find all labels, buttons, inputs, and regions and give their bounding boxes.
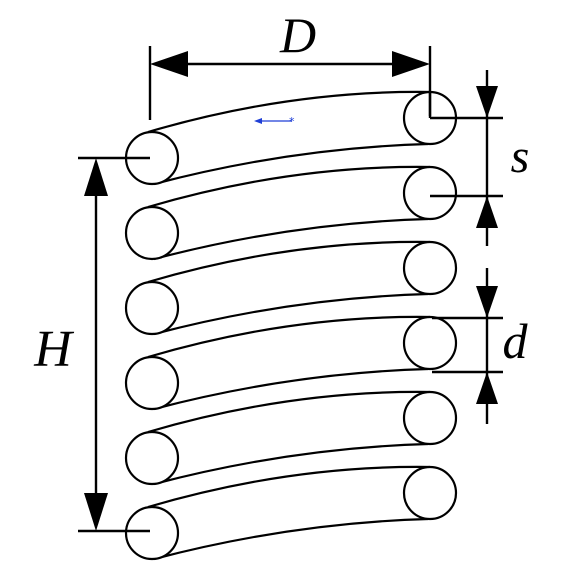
height-dimension: H	[33, 156, 150, 533]
coil-top-edge	[147, 240, 431, 284]
wire-section-right	[402, 240, 458, 296]
coil-bottom-edge	[153, 517, 429, 561]
diameter-arrow-right	[392, 51, 430, 77]
coil-turn	[124, 240, 458, 336]
diameter-label: D	[279, 7, 316, 63]
pitch-arrow-top	[476, 86, 498, 118]
coil-bottom-edge	[153, 217, 429, 261]
wire-diameter-arrow-bottom	[476, 372, 498, 404]
coil-turn	[124, 390, 458, 486]
coil-top-edge	[147, 390, 431, 434]
wire-diameter-label: d	[503, 313, 529, 369]
wire-section-left	[124, 505, 180, 561]
coil-turn	[124, 165, 458, 261]
wire-diameter-arrow-top	[476, 286, 498, 318]
coil-bottom-edge	[153, 442, 429, 486]
wire-section-left	[124, 205, 180, 261]
pitch-arrow-bottom	[476, 196, 498, 228]
wire-section-left	[124, 280, 180, 336]
coil-turn	[124, 465, 458, 561]
wire-section-right	[402, 315, 458, 371]
marker-arrow: *	[254, 115, 295, 128]
height-arrow-bottom	[84, 493, 108, 531]
coil-bottom-edge	[153, 292, 429, 336]
wire-section-left	[124, 430, 180, 486]
coil-turn	[124, 315, 458, 411]
wire-section-right	[402, 465, 458, 521]
pitch-label: s	[511, 130, 530, 183]
coil-top-edge	[147, 90, 431, 134]
coil-bottom-edge	[153, 367, 429, 411]
wire-section-right	[402, 165, 458, 221]
coil-top-edge	[147, 165, 431, 209]
coil-turn	[124, 90, 458, 186]
coil-top-edge	[147, 465, 431, 509]
wire-section-right	[402, 390, 458, 446]
diameter-arrow-left	[150, 51, 188, 77]
height-arrow-top	[84, 158, 108, 196]
spring-coils	[124, 90, 458, 561]
wire-section-left	[124, 355, 180, 411]
svg-text:*: *	[289, 115, 295, 128]
coil-bottom-edge	[153, 142, 429, 186]
height-label: H	[33, 321, 74, 378]
diameter-dimension: D	[148, 7, 432, 120]
wire-diameter-dimension: d	[432, 268, 529, 424]
coil-top-edge	[147, 315, 431, 359]
pitch-dimension: s	[430, 70, 529, 246]
